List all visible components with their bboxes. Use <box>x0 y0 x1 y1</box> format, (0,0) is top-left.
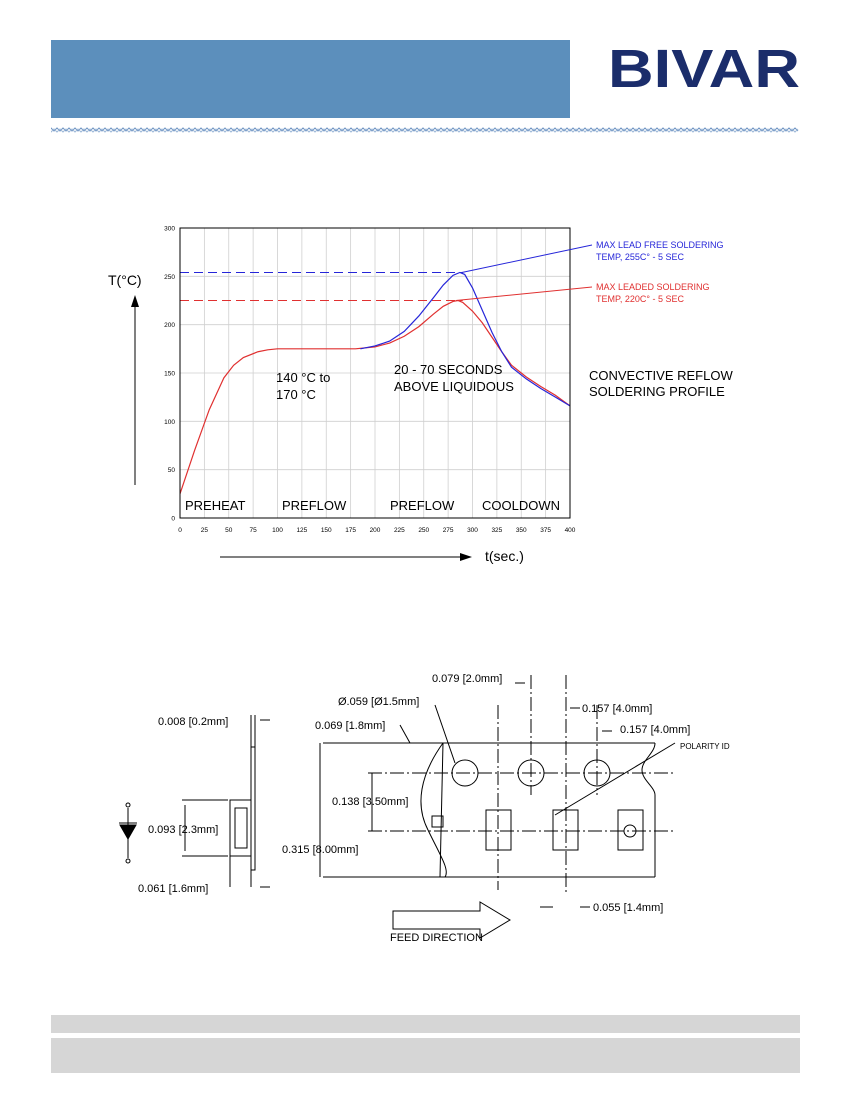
y-tick-label: 200 <box>164 322 175 329</box>
chart-grid <box>179 227 571 519</box>
tape-reel-drawing: 0.079 [2.0mm] Ø.059 [Ø1.5mm] 0.157 [4.0m… <box>119 673 730 944</box>
dim-pocket: 0.055 [1.4mm] <box>593 902 663 914</box>
brand-name: BIVAR <box>608 40 800 96</box>
liquidous-line1: 20 - 70 SECONDS <box>394 362 503 377</box>
y-tick-label: 100 <box>164 419 175 426</box>
dim-hole-diameter: Ø.059 [Ø1.5mm] <box>338 696 419 708</box>
x-tick-label: 325 <box>491 527 502 534</box>
zone-label-preflow-1: PREFLOW <box>282 498 347 513</box>
lead-free-label-line1: MAX LEAD FREE SOLDERING <box>596 240 724 250</box>
x-tick-label: 350 <box>516 527 527 534</box>
plot-frame <box>179 227 571 519</box>
y-arrow-head <box>131 295 139 307</box>
y-tick-label: 300 <box>164 226 175 233</box>
chart-title-line2: SOLDERING PROFILE <box>589 384 725 399</box>
x-tick-label: 250 <box>418 527 429 534</box>
x-tick-label: 125 <box>296 527 307 534</box>
feed-direction-arrow <box>392 901 511 939</box>
x-tick-label: 225 <box>394 527 405 534</box>
x-tick-label: 150 <box>321 527 332 534</box>
x-tick-label: 75 <box>250 527 258 534</box>
dimension-lines <box>260 682 676 908</box>
x-tick-label: 200 <box>370 527 381 534</box>
liquidous-line2: ABOVE LIQUIDOUS <box>394 379 514 394</box>
x-tick-label: 300 <box>467 527 478 534</box>
dim-thickness: 0.008 [0.2mm] <box>158 716 228 728</box>
dim-center: 0.138 [3.50mm] <box>332 796 408 808</box>
dim-pitch-b: 0.157 [4.0mm] <box>620 724 690 736</box>
tape-body <box>323 742 656 878</box>
x-tick-label: 375 <box>540 527 551 534</box>
axis-ticks: 0 25 50 75 100 125 150 175 200 225 250 275 300 325 350… <box>164 226 576 535</box>
y-tick-label: 150 <box>164 371 175 378</box>
dim-depth: 0.061 [1.6mm] <box>138 883 208 895</box>
x-arrow-head <box>460 553 472 561</box>
x-tick-label: 400 <box>565 527 576 534</box>
x-axis-label: t(sec.) <box>485 548 524 564</box>
bivar-logo: BIVAR <box>608 40 800 96</box>
x-tick-label: 175 <box>345 527 356 534</box>
zone-label-preheat: PREHEAT <box>185 498 245 513</box>
diode-symbol <box>119 802 137 864</box>
preheat-range-line2: 170 °C <box>276 387 316 402</box>
centerlines <box>368 675 675 895</box>
feed-direction-label: FEED DIRECTION <box>390 932 483 944</box>
footer-band-bottom <box>51 1038 800 1073</box>
reflow-profile-chart: 0 25 50 75 100 125 150 175 200 225 250 275 300 325 350… <box>108 226 733 565</box>
lead-free-callout-line <box>461 244 593 273</box>
leaded-callout-line <box>455 286 593 301</box>
side-view <box>182 715 256 887</box>
x-tick-label: 50 <box>225 527 233 534</box>
dim-edge: 0.069 [1.8mm] <box>315 720 385 732</box>
dim-height: 0.093 [2.3mm] <box>148 824 218 836</box>
x-tick-label: 25 <box>201 527 209 534</box>
y-axis-label: T(°C) <box>108 272 142 288</box>
y-tick-label: 250 <box>164 274 175 281</box>
dim-width: 0.315 [8.00mm] <box>282 844 358 856</box>
y-tick-label: 50 <box>168 467 176 474</box>
x-tick-label: 275 <box>443 527 454 534</box>
wave-divider <box>51 127 799 133</box>
zone-label-preflow-2: PREFLOW <box>390 498 455 513</box>
y-tick-label: 0 <box>171 516 175 523</box>
dim-pitch-small: 0.079 [2.0mm] <box>432 673 502 685</box>
preheat-range-line1: 140 °C to <box>276 370 330 385</box>
chart-title-line1: CONVECTIVE REFLOW <box>589 368 733 383</box>
dim-pitch-a: 0.157 [4.0mm] <box>582 703 652 715</box>
header-band <box>51 40 570 118</box>
reference-lines <box>180 271 463 301</box>
x-tick-label: 0 <box>178 527 182 534</box>
chart-series <box>179 271 571 495</box>
lead-free-label-line2: TEMP, 255C° - 5 SEC <box>596 252 684 262</box>
leaded-label-line2: TEMP, 220C° - 5 SEC <box>596 294 684 304</box>
zone-label-cooldown: COOLDOWN <box>482 498 560 513</box>
series-line <box>360 271 571 407</box>
polarity-id-label: POLARITY ID <box>680 742 730 751</box>
leaded-label-line1: MAX LEADED SOLDERING <box>596 282 710 292</box>
footer-band-top <box>51 1015 800 1033</box>
plot-border <box>179 227 571 519</box>
x-tick-label: 100 <box>272 527 283 534</box>
